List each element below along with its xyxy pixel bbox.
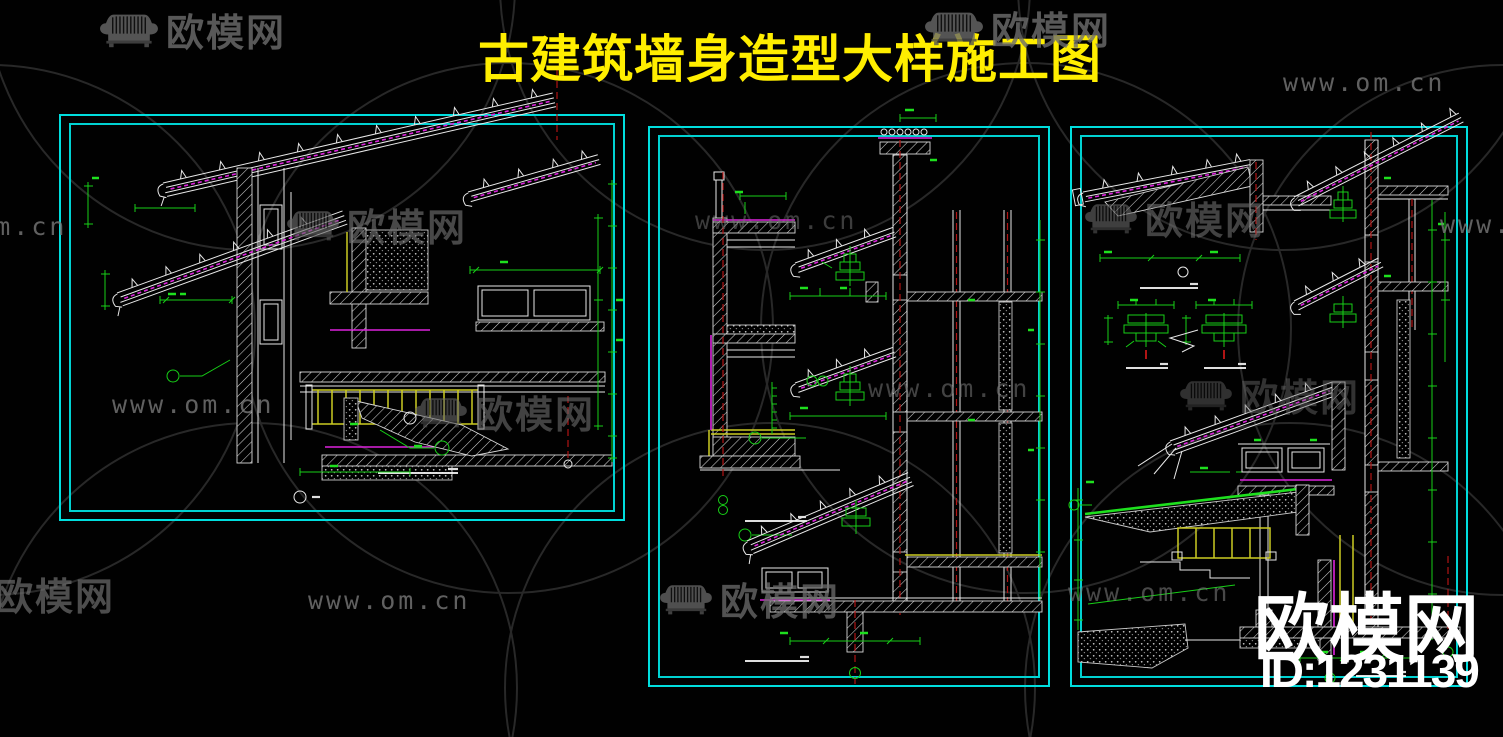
- watermark-url: www.om.cn: [695, 206, 858, 235]
- watermark-logo-text: 欧模网: [166, 13, 287, 55]
- watermark-logo-text: 欧模网: [475, 395, 596, 437]
- watermark-url: www.om.cn: [1283, 68, 1446, 97]
- sofa-icon: [925, 9, 983, 47]
- sofa-icon: [100, 11, 158, 49]
- watermark-logo-text: 欧模网: [720, 582, 841, 624]
- right-sheet-art: [1068, 107, 1464, 684]
- sofa-icon: [287, 208, 339, 242]
- drawing-panel-middle: [648, 126, 1050, 687]
- sofa-icon: [415, 395, 467, 429]
- watermark-logo-text: 欧模网: [1145, 201, 1266, 243]
- watermark-logo: 欧模网: [660, 571, 840, 626]
- sofa-icon: [1180, 378, 1232, 412]
- brand-logo-large: 欧模网: [1254, 587, 1480, 671]
- watermark-logo: 欧模网: [1180, 367, 1360, 422]
- watermark-logo-text: 欧模网: [0, 577, 116, 619]
- watermark-logo: 欧模网: [0, 566, 115, 621]
- drawing-panel-right: [1070, 126, 1468, 687]
- watermark-id: ID:1231139: [1260, 645, 1480, 697]
- watermark-logo: 欧模网: [287, 197, 467, 252]
- drawing-panel-middle-inner-border: [658, 135, 1040, 678]
- watermark-logo-text: 欧模网: [1240, 378, 1361, 420]
- sofa-icon: [1085, 201, 1137, 235]
- watermark-url: www.om.cn: [1068, 578, 1231, 607]
- watermark-logo: 欧模网: [100, 2, 286, 57]
- page-title: 古建筑墙身造型大样施工图: [478, 33, 1103, 89]
- watermark-url: www.om.cn: [0, 212, 68, 241]
- watermark-logo: 欧模网: [415, 384, 595, 439]
- watermark-url: www.om.cn: [868, 374, 1031, 403]
- middle-sheet-art: [699, 108, 1045, 685]
- watermark-logo-text: 欧模网: [991, 11, 1112, 53]
- left-sheet-art: [84, 70, 623, 504]
- watermark-url: www.om.cn: [308, 586, 471, 615]
- watermark-url: www.om.cn: [112, 390, 275, 419]
- watermark-url: www.om.cn: [1440, 210, 1503, 239]
- sofa-icon: [660, 582, 712, 616]
- watermark-logo: 欧模网: [1085, 190, 1265, 245]
- watermark-logo: 欧模网: [925, 0, 1111, 55]
- drawing-panel-right-inner-border: [1080, 135, 1458, 678]
- drawing-panel-left-inner-border: [69, 123, 615, 512]
- watermark-logo-text: 欧模网: [347, 208, 468, 250]
- drawing-panel-left: [59, 114, 625, 521]
